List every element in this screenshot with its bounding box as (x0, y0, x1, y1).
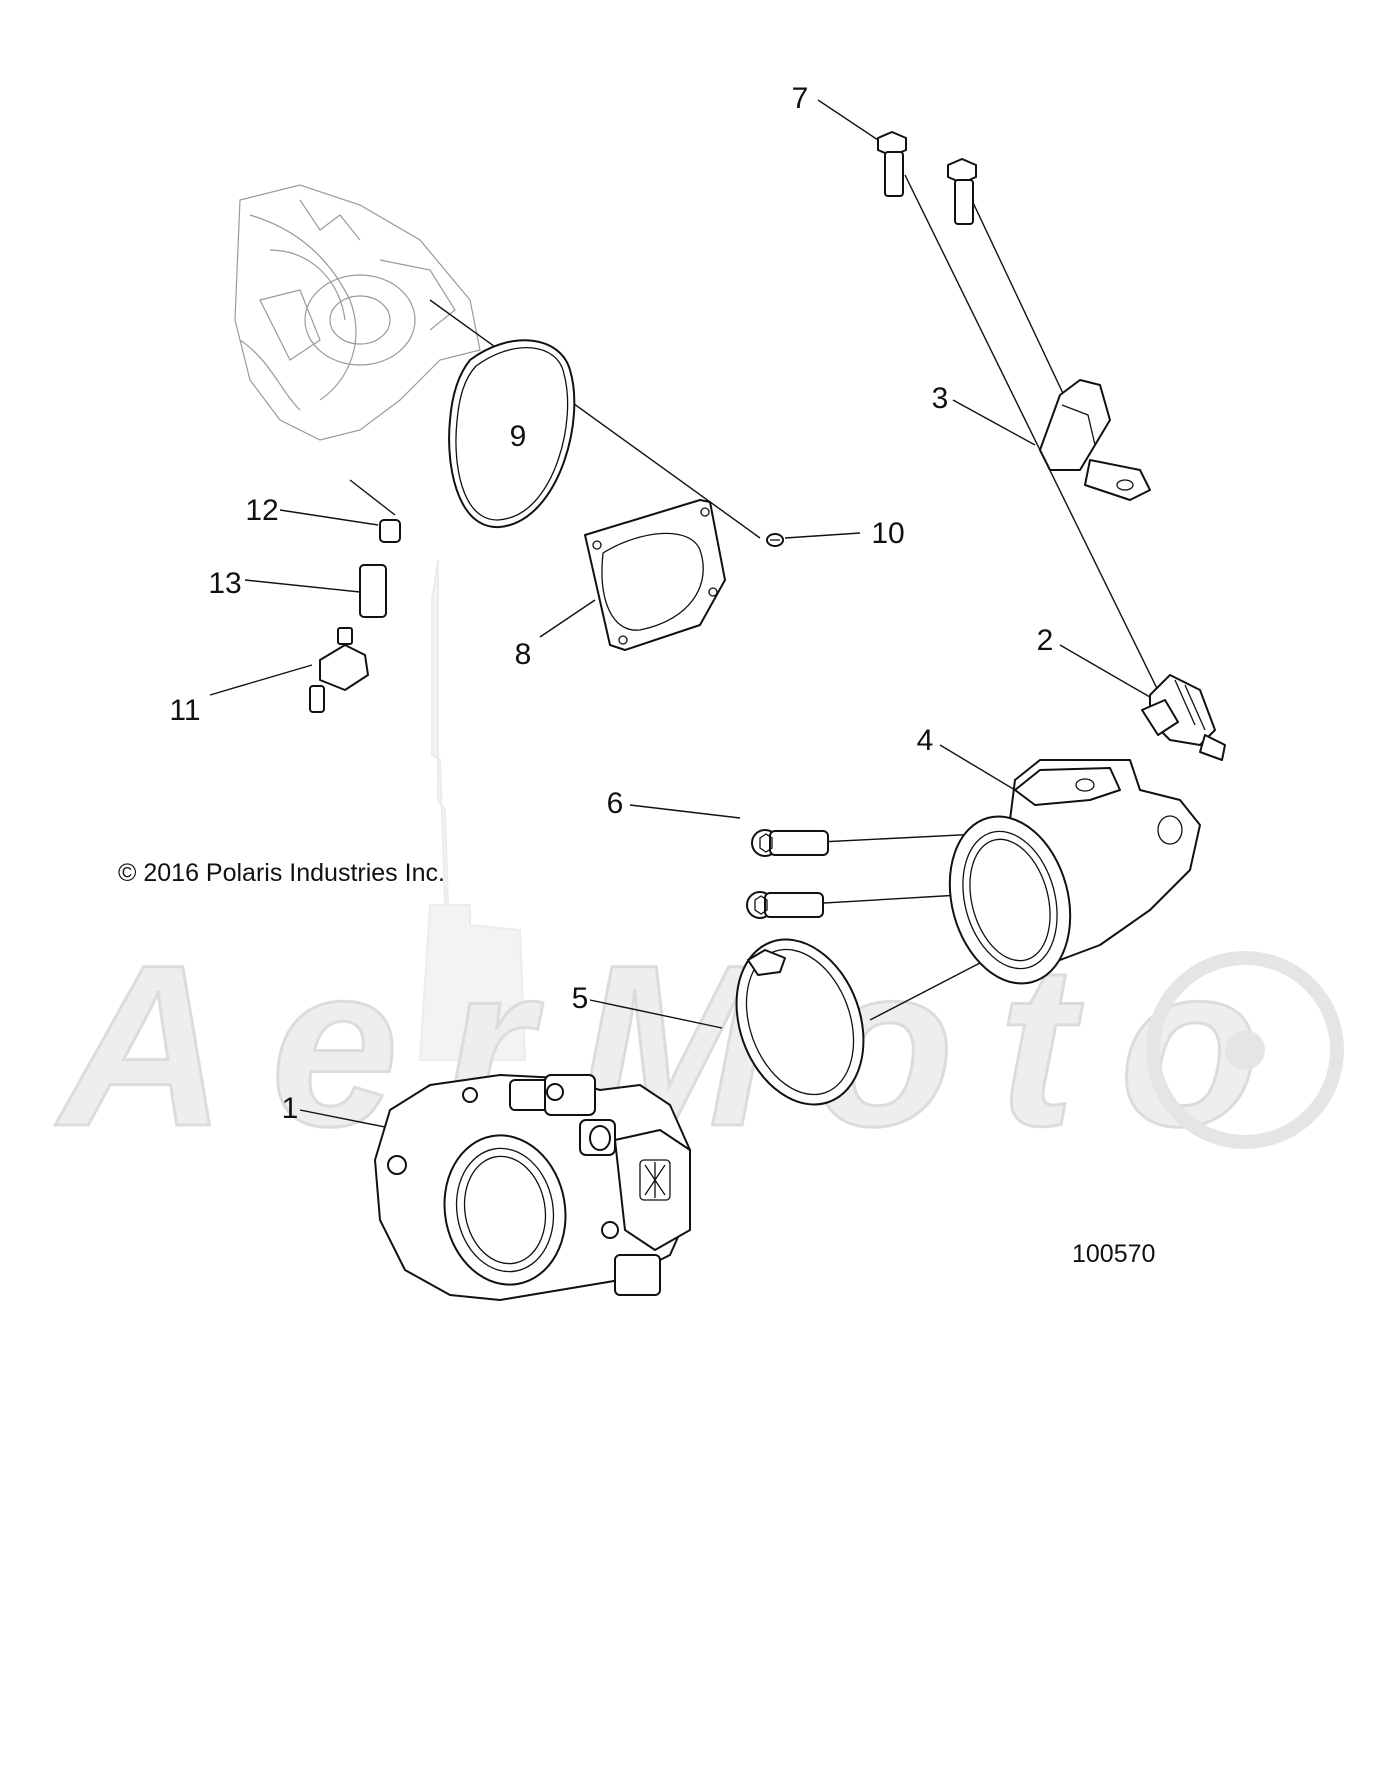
callout-2: 2 (1037, 624, 1054, 657)
callout-4: 4 (917, 724, 934, 757)
callout-labels: 1 2 3 4 5 6 7 8 9 10 11 12 13 (169, 82, 1053, 1125)
socket-head-screws (746, 829, 829, 919)
hose-clamp (735, 938, 865, 1106)
flange-bolts (877, 131, 977, 225)
callout-12: 12 (245, 494, 278, 527)
callout-6: 6 (607, 787, 624, 820)
throttle-body (374, 1074, 691, 1301)
copyright-notice: © 2016 Polaris Industries Inc. (118, 859, 445, 887)
callout-10: 10 (871, 517, 904, 550)
callout-3: 3 (932, 382, 949, 415)
callout-9: 9 (510, 420, 527, 453)
callout-11: 11 (169, 694, 200, 727)
intake-plate (584, 499, 726, 651)
diagram-reference-number: 100570 (1072, 1240, 1155, 1268)
fuel-injector (1141, 674, 1226, 761)
vent-assembly (309, 519, 401, 713)
callout-8: 8 (515, 638, 532, 671)
injector-bracket (1039, 379, 1151, 501)
engine-outline (234, 184, 481, 441)
callout-5: 5 (572, 982, 589, 1015)
callout-13: 13 (208, 567, 241, 600)
callout-1: 1 (282, 1092, 299, 1125)
callout-7: 7 (792, 82, 809, 115)
o-ring-seal (448, 339, 576, 528)
intake-adapter (948, 759, 1201, 985)
screw-small (766, 533, 784, 547)
